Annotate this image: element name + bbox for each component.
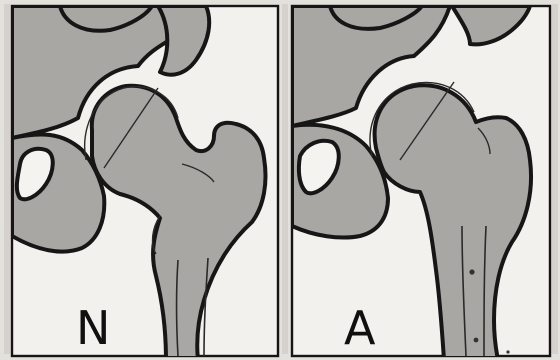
panel-abnormal-label: A	[344, 301, 376, 355]
panel-abnormal: A	[292, 6, 550, 360]
panel-normal: N	[12, 6, 278, 360]
shaft-marking-dot	[506, 350, 509, 353]
panel-normal-label: N	[76, 301, 110, 355]
shaft-marking-dot	[474, 338, 479, 343]
shaft-marking-dot	[469, 269, 474, 274]
